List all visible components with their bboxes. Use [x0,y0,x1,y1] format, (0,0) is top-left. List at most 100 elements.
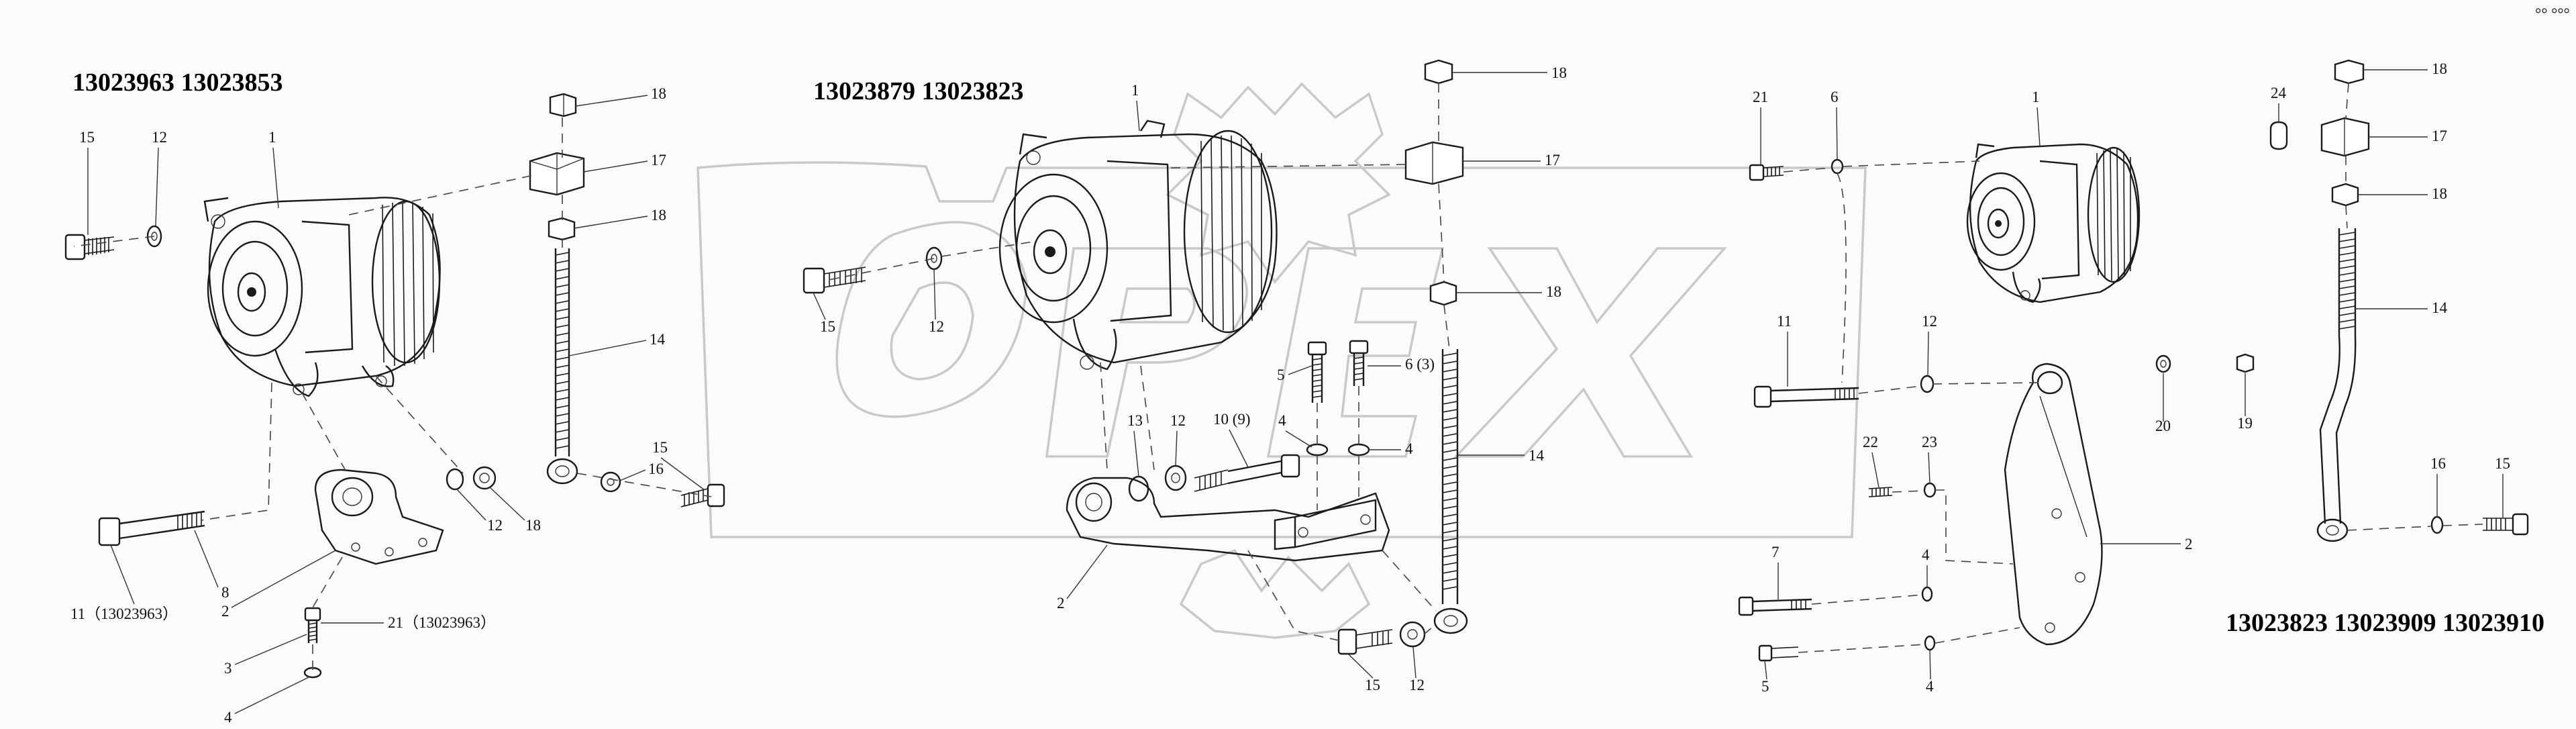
label-right-22: 22 [1863,434,1878,450]
label-left-15: 15 [79,129,95,146]
label-middle-14: 14 [1529,447,1545,464]
label-left-12b: 12 [487,517,503,534]
label-left-3: 3 [224,660,232,677]
middle-bolt-6 [1349,340,1369,386]
left-alternator [203,197,441,397]
label-right-12: 12 [1922,313,1937,330]
label-middle-17: 17 [1545,152,1560,168]
label-right-16: 16 [2430,455,2446,472]
label-left-14: 14 [650,331,666,348]
right-washer-4a [1921,586,1933,602]
right-washer-12 [1920,375,1935,393]
label-right-5: 5 [1761,678,1769,695]
label-left-21: 21（13023963） [388,614,496,631]
middle-bracket-2 [1066,477,1390,562]
label-right-1: 1 [2032,89,2040,105]
middle-bolt-10 [1194,454,1300,492]
right-bolt-21 [1749,164,1784,181]
middle-bolt-5 [1307,341,1327,403]
left-washer-16 [600,471,621,493]
label-middle-2: 2 [1057,595,1065,612]
right-alternator [1966,143,2141,303]
right-washer-16 [2430,516,2444,534]
opex-watermark-logo [697,82,1867,639]
label-left-18b: 18 [651,207,666,224]
right-washer-4b [1924,635,1936,651]
right-bolt-15 [2483,513,2529,536]
corner-mark: °° °°° [2535,5,2570,22]
label-left-4: 4 [224,709,232,726]
right-nut-18-top [2334,59,2365,85]
label-left-18c: 18 [525,517,541,534]
left-washer-12 [146,225,162,248]
label-middle-12b: 12 [1170,412,1186,429]
label-right-4b: 4 [1926,678,1934,695]
middle-assembly: 1 18 17 18 15 12 5 6 (3) 4 4 13 12 10 (9… [803,59,1567,693]
label-middle-5: 5 [1277,367,1285,383]
label-left-8: 8 [221,584,229,601]
right-bolt-7 [1738,596,1812,616]
label-middle-18a: 18 [1551,64,1567,81]
middle-alternator [998,119,1278,371]
label-right-15: 15 [2495,455,2510,472]
left-bolt-15 [64,234,115,260]
label-right-24: 24 [2271,85,2287,101]
label-left-15b: 15 [652,439,668,456]
right-washer-23 [1923,482,1937,498]
right-bracket-2 [2004,362,2103,646]
title-left: 13023963 13023853 [72,68,283,97]
right-long-bolt-11 [1753,385,1859,408]
right-block-17 [2320,117,2370,157]
right-stud-22 [1868,487,1893,497]
middle-bolt-15b [1337,628,1393,655]
label-right-17: 17 [2432,128,2447,144]
label-right-2: 2 [2185,536,2193,552]
label-left-11: 11（13023963） [70,605,178,622]
right-washer-20 [2155,354,2171,373]
label-left-16: 16 [648,460,664,477]
label-right-19: 19 [2237,415,2253,432]
right-nut-18-mid [2331,183,2359,207]
middle-washer-13 [1128,475,1149,502]
right-nut-19 [2236,353,2255,373]
middle-washer-12 [925,246,943,271]
left-long-bolt-11 [98,510,205,546]
middle-block-17 [1404,141,1464,185]
middle-washer-4b [1347,443,1370,456]
label-right-4a: 4 [1922,546,1930,563]
label-right-14: 14 [2432,299,2448,316]
label-right-6: 6 [1831,89,1839,105]
label-left-2: 2 [221,603,229,620]
left-assembly: 15 12 1 18 17 18 14 15 16 12 18 11（13023… [64,85,725,726]
label-middle-15: 15 [820,318,835,335]
label-middle-12: 12 [929,318,944,335]
left-block-17 [529,152,585,196]
middle-bolt-15 [803,266,866,294]
left-nut-18-top [549,93,577,117]
label-right-18a: 18 [2432,60,2447,77]
label-middle-4a: 4 [1278,412,1286,429]
right-bolt-5 [1758,644,1799,662]
label-middle-12c: 12 [1409,677,1425,693]
middle-rod-14 [1433,349,1468,634]
middle-washer-12b [1164,465,1187,491]
left-washer-18c [472,466,497,490]
left-small-bolt-21 [304,607,321,643]
left-bracket-2 [314,469,444,565]
right-rod-14 [2316,228,2357,542]
right-assembly: 21 6 1 11 12 20 22 23 2 7 4 5 4 24 18 17… [1738,59,2529,695]
label-right-11: 11 [1777,313,1792,330]
middle-washer-12c [1399,621,1426,648]
label-left-12: 12 [152,129,167,146]
label-right-7: 7 [1771,544,1780,561]
title-right: 13023823 13023909 13023910 [2226,609,2544,637]
left-washer-12b [446,468,464,491]
left-nut-18-mid [548,217,576,241]
label-middle-15b: 15 [1365,677,1380,693]
title-middle: 13023879 13023823 [813,77,1024,105]
label-middle-1: 1 [1131,82,1139,99]
middle-nut-18-top [1424,59,1453,85]
label-left-17: 17 [651,152,666,168]
